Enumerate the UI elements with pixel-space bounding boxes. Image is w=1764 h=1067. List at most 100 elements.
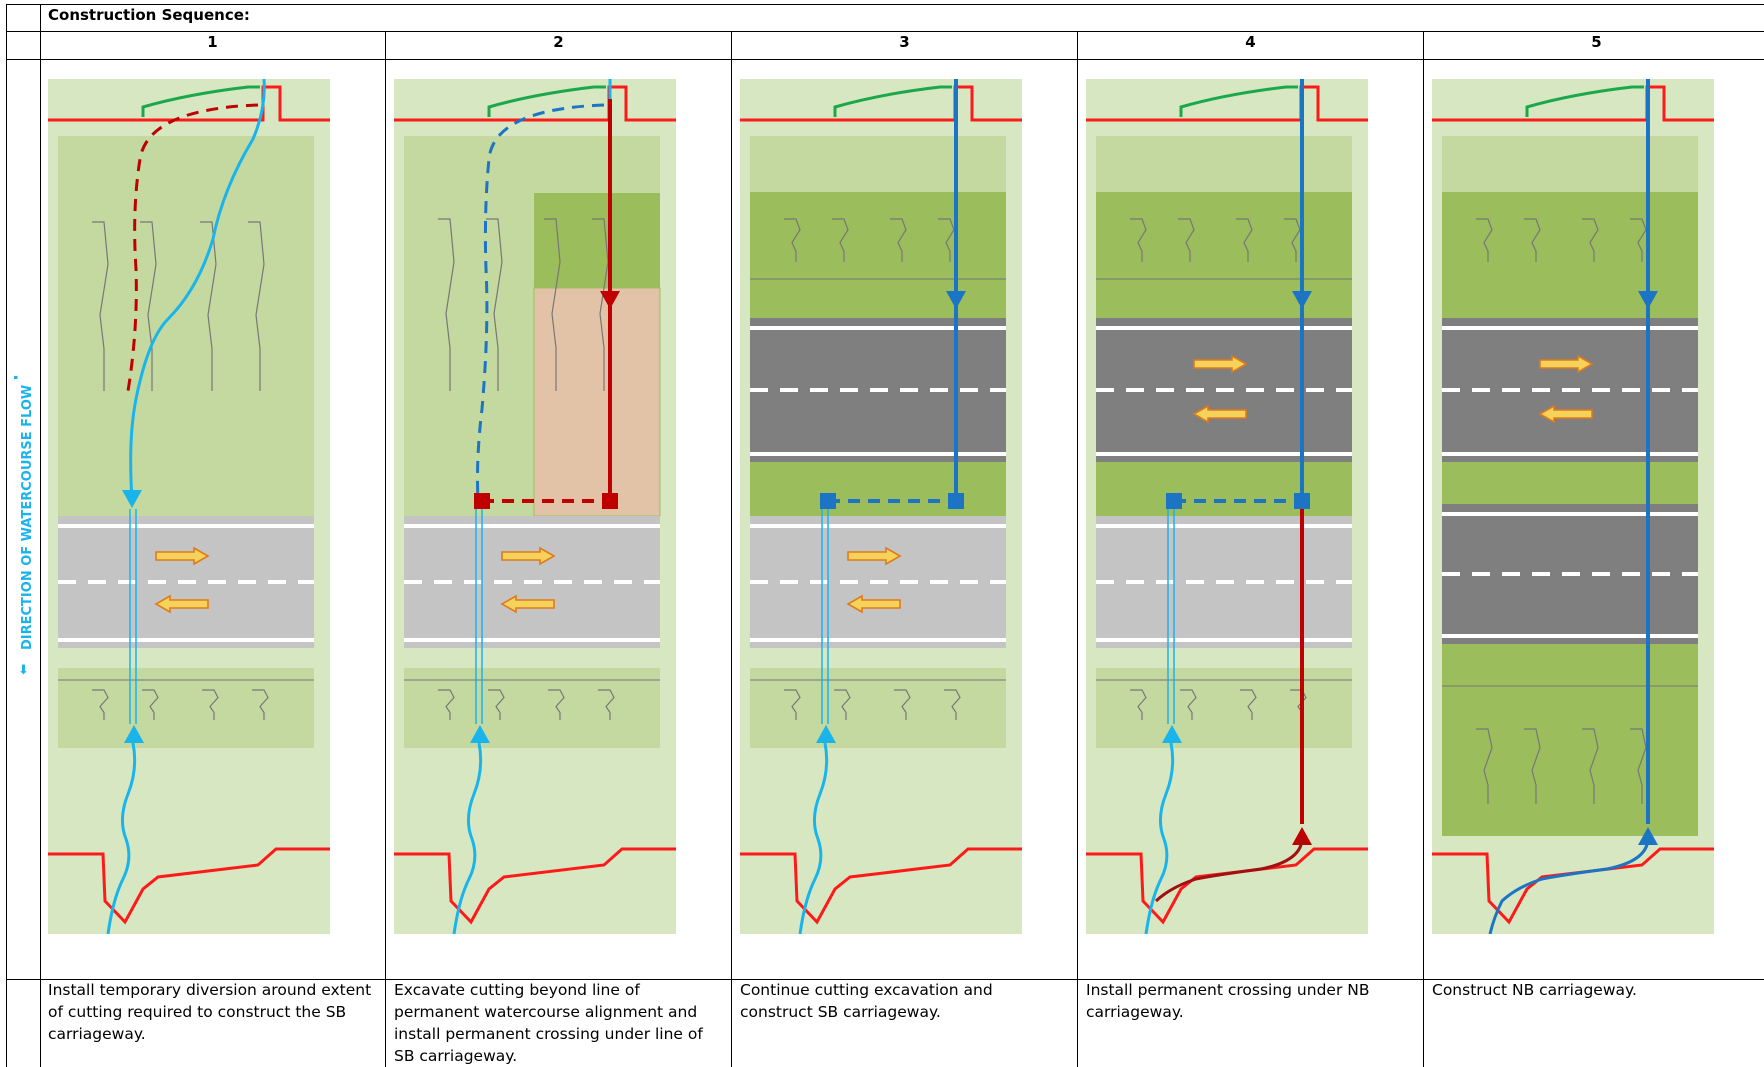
- south-tree-icon-1: [92, 689, 109, 720]
- north-tree-icon-3: [890, 218, 907, 262]
- culvert-headwall-icon-right: [1294, 493, 1310, 509]
- south-tree-icon-4: [1630, 728, 1647, 804]
- existing-watercourse: [129, 79, 266, 500]
- north-tree-icon-3: [1236, 218, 1253, 262]
- traffic-arrow-icon-west: [1192, 404, 1247, 424]
- table-border-left: [6, 4, 7, 1067]
- downstream-watercourse: [1144, 742, 1175, 934]
- stage-3-caption: Continue cutting excavation and construc…: [740, 981, 993, 1021]
- north-tree-icon-2: [832, 218, 849, 262]
- stage-number-1: 1: [207, 33, 218, 51]
- boundary-bottom: [48, 847, 330, 925]
- traffic-arrow-icon-east: [1193, 354, 1248, 374]
- traffic-arrow-icon-east: [155, 546, 210, 566]
- north-tree-icon-1: [784, 218, 801, 262]
- boundary-top: [740, 85, 1022, 122]
- south-tree-icon-3: [548, 689, 565, 720]
- fence-line: [1179, 85, 1298, 117]
- south-tree-icon-4: [944, 689, 961, 720]
- south-tree-icon-4: [598, 689, 615, 720]
- north-tree-icon-4: [938, 218, 955, 262]
- stage-number-5: 5: [1591, 33, 1602, 51]
- downstream-watercourse: [1488, 838, 1650, 934]
- south-tree-icon-1: [1476, 728, 1493, 804]
- north-tree-icon-1: [438, 218, 455, 391]
- downstream-watercourse: [452, 742, 483, 934]
- boundary-bottom: [740, 847, 1022, 925]
- traffic-arrow-icon-west: [846, 594, 901, 614]
- culvert-headwall-icon-left: [820, 493, 836, 509]
- stage-4-diagram: [1086, 79, 1368, 934]
- table-border-col-5: [1423, 31, 1424, 1067]
- stage-number-3: 3: [899, 33, 910, 51]
- table-border-col-4: [1077, 31, 1078, 1067]
- table-border-col-3: [731, 31, 732, 1067]
- table-border-captions: [6, 979, 1764, 980]
- north-tree-icon-3: [200, 221, 217, 391]
- stage-1-caption: Install temporary diversion around exten…: [48, 981, 372, 1043]
- north-cutting-area: [58, 136, 314, 516]
- excavated-cutting-area: [534, 193, 660, 288]
- flow-direction-text: DIRECTION OF WATERCOURSE FLOW: [20, 385, 35, 650]
- south-tree-icon-2: [1524, 728, 1541, 804]
- stage-5-caption: Construct NB carriageway.: [1432, 981, 1637, 999]
- boundary-bottom: [1432, 847, 1714, 925]
- traffic-arrow-icon-east: [501, 546, 556, 566]
- culvert-headwall-icon-right: [948, 493, 964, 509]
- downstream-watercourse: [106, 742, 137, 934]
- temporary-diversion-line: [126, 103, 259, 392]
- flow-arrow-bottom-icon: ⬇: [18, 663, 29, 677]
- culvert-headwall-icon-left: [1166, 493, 1182, 509]
- north-tree-icon-4: [1284, 218, 1301, 262]
- table-border-col-2: [385, 31, 386, 1067]
- downstream-watercourse: [798, 742, 829, 934]
- south-tree-icon-3: [894, 689, 911, 720]
- flow-arrow-icon: [946, 291, 966, 309]
- culvert-outlet-icon: [470, 725, 490, 743]
- culvert-outlet-icon: [124, 725, 144, 743]
- traffic-arrow-icon-west: [1538, 404, 1593, 424]
- north-tree-icon-2: [1524, 218, 1541, 262]
- stage-1-diagram: [48, 79, 330, 934]
- traffic-arrow-icon-west: [500, 594, 555, 614]
- north-tree-icon-2: [140, 221, 157, 391]
- north-tree-icon-2: [486, 218, 503, 391]
- boundary-bottom: [1086, 847, 1368, 925]
- south-tree-icon-1: [1130, 689, 1147, 720]
- north-tree-icon-1: [1476, 218, 1493, 262]
- fence-line: [1525, 85, 1644, 117]
- flow-direction-label: ⬇ DIRECTION OF WATERCOURSE FLOW ⬇: [14, 362, 36, 677]
- table-border-label-col: [40, 4, 41, 1067]
- fence-line: [141, 85, 260, 117]
- stage-number-2: 2: [553, 33, 564, 51]
- culvert-outlet-icon: [1162, 725, 1182, 743]
- table-border-numbers: [6, 59, 1764, 60]
- excavation-zone: [533, 287, 661, 517]
- outlet-channel: [1154, 838, 1304, 903]
- south-tree-icon-2: [142, 689, 159, 720]
- south-tree-icon-3: [1240, 689, 1257, 720]
- outlet-arrow-icon: [1292, 827, 1312, 845]
- outlet-arrow-icon: [1638, 827, 1658, 845]
- culvert-headwall-icon-right: [602, 493, 618, 509]
- north-tree-icon-2: [1178, 218, 1195, 262]
- flow-arrow-icon: [1292, 291, 1312, 309]
- north-tree-icon-3: [1582, 218, 1599, 262]
- north-tree-icon-1: [1130, 218, 1147, 262]
- traffic-arrow-icon-east: [1539, 354, 1594, 374]
- south-tree-icon-3: [1582, 728, 1599, 804]
- south-tree-icon-2: [1180, 689, 1197, 720]
- traffic-arrow-icon-east: [847, 546, 902, 566]
- north-tree-icon-4: [248, 221, 265, 391]
- temporary-diversion-line: [476, 103, 605, 500]
- table-border-top: [6, 4, 1764, 5]
- boundary-top: [1086, 85, 1368, 122]
- south-tree-icon-2: [834, 689, 851, 720]
- flow-arrow-top-icon: ⬇: [14, 372, 19, 383]
- stage-5-diagram: [1432, 79, 1714, 934]
- south-tree-icon-2: [488, 689, 505, 720]
- traffic-arrow-icon-west: [154, 594, 209, 614]
- north-tree-icon-4: [592, 218, 609, 391]
- boundary-top: [48, 85, 330, 122]
